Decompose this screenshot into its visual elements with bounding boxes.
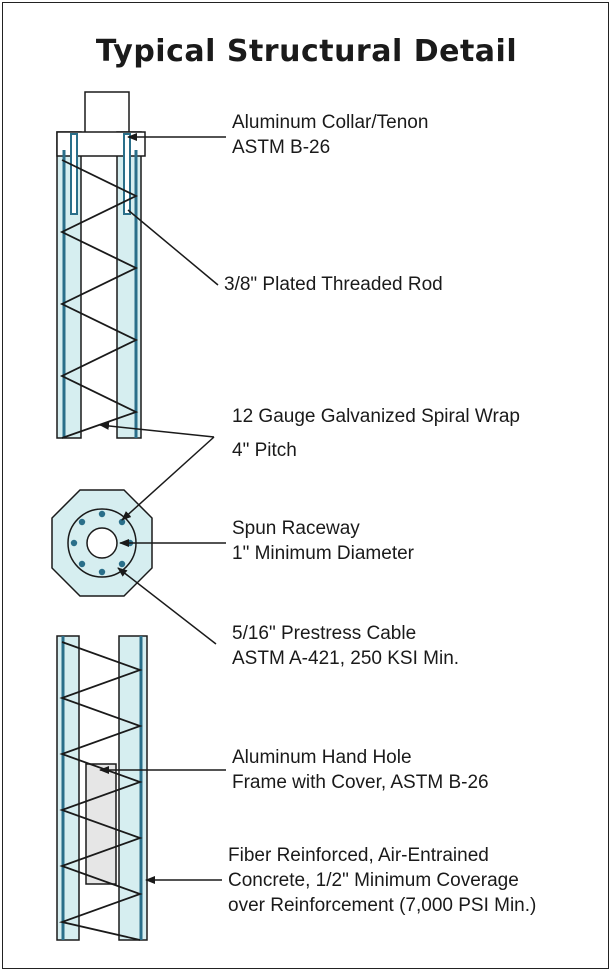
label-raceway: Spun Raceway 1" Minimum Diameter — [232, 516, 414, 566]
label-collar-line2: ASTM B-26 — [232, 137, 331, 158]
label-handhole-line1: Aluminum Hand Hole — [232, 747, 412, 768]
lower-left-wall — [56, 635, 80, 941]
lower-spiral-wrap — [58, 641, 143, 941]
spun-raceway — [86, 527, 118, 559]
upper-spiral-wrap — [59, 159, 139, 439]
label-spiral-line1: 12 Gauge Galvanized Spiral Wrap — [232, 406, 520, 427]
tenon-stub — [84, 91, 130, 139]
label-spiral-line2: 4" Pitch — [232, 440, 297, 461]
spiral-leader-upper — [99, 421, 215, 438]
label-hand-hole: Aluminum Hand Hole Frame with Cover, AST… — [232, 745, 489, 795]
label-handhole-line2: Frame with Cover, ASTM B-26 — [232, 772, 489, 793]
diagram-title: Typical Structural Detail — [95, 34, 518, 69]
label-concrete: Fiber Reinforced, Air-Entrained Concrete… — [228, 843, 536, 918]
label-cable-line2: ASTM A-421, 250 KSI Min. — [232, 648, 460, 669]
threaded-rod-left — [70, 133, 78, 215]
label-concrete-line2: Concrete, 1/2" Minimum Coverage — [228, 870, 519, 891]
label-concrete-line3: over Reinforcement (7,000 PSI Min.) — [228, 895, 537, 916]
upper-pole-section — [56, 91, 146, 439]
label-threaded-rod: 3/8" Plated Threaded Rod — [224, 274, 443, 295]
spiral-leader-lower — [121, 436, 215, 521]
label-raceway-line2: 1" Minimum Diameter — [232, 543, 415, 564]
leader-lines — [99, 133, 226, 884]
label-concrete-line1: Fiber Reinforced, Air-Entrained — [228, 845, 489, 866]
label-collar-line1: Aluminum Collar/Tenon — [232, 112, 429, 133]
label-collar: Aluminum Collar/Tenon ASTM B-26 — [232, 110, 428, 160]
cable-leader — [117, 567, 217, 645]
label-prestress-cable: 5/16" Prestress Cable ASTM A-421, 250 KS… — [232, 621, 459, 671]
rod-leader — [127, 209, 219, 286]
lower-pole-section — [56, 635, 148, 941]
label-cable-line1: 5/16" Prestress Cable — [232, 623, 417, 644]
label-raceway-line1: Spun Raceway — [232, 518, 360, 539]
label-spiral-wrap: 12 Gauge Galvanized Spiral Wrap 4" Pitch — [232, 404, 520, 463]
